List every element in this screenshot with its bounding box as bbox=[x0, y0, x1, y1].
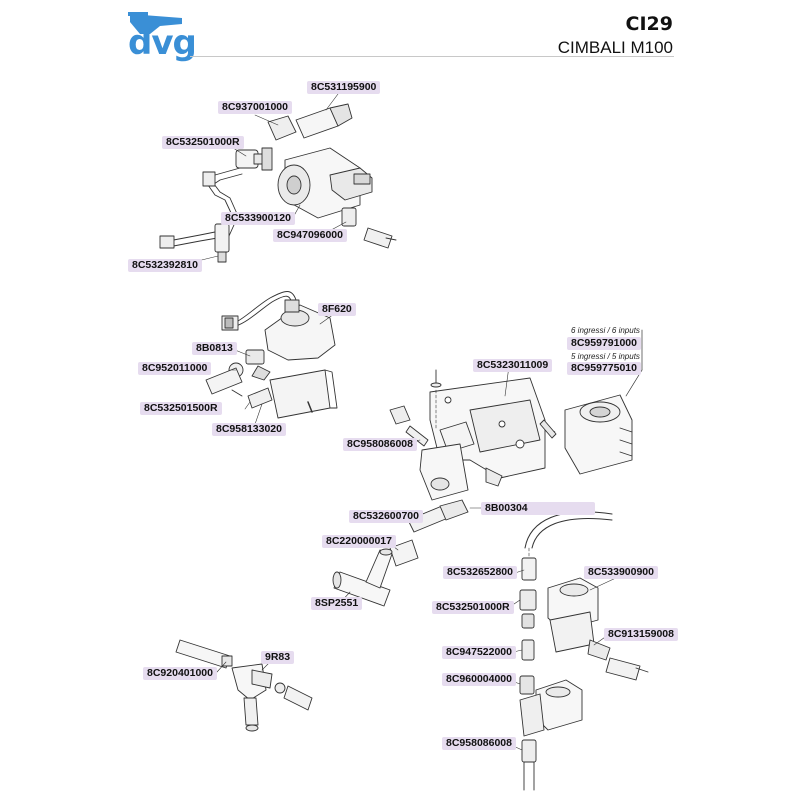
part-label: 8C958086008 bbox=[343, 438, 417, 451]
page-title: CI29 bbox=[625, 13, 673, 35]
group-tee-bottom-left bbox=[175, 639, 313, 732]
part-label: 8C947096000 bbox=[273, 229, 347, 242]
part-label: 8C958086008 bbox=[442, 737, 516, 750]
part-label: 8C533900900 bbox=[584, 566, 658, 579]
part-label: 8C952011000 bbox=[138, 362, 212, 375]
part-label: 8C937001000 bbox=[218, 101, 292, 114]
note-five-inputs: 5 ingressi / 5 inputs bbox=[571, 352, 640, 361]
part-label: 8C532501000R bbox=[162, 136, 244, 149]
part-label: 8C5323011009 bbox=[473, 359, 553, 372]
part-label: 8C958133020 bbox=[212, 423, 286, 436]
group-coil bbox=[564, 329, 643, 475]
part-label: 8C220000017 bbox=[322, 535, 396, 548]
part-label: 8C532501000R bbox=[432, 601, 514, 614]
dvg-logo-icon bbox=[128, 12, 182, 34]
part-label: 8C959775010 bbox=[567, 362, 641, 375]
group-bracket-valve bbox=[332, 369, 557, 607]
part-label: 9R83 bbox=[261, 651, 295, 664]
part-label: 8C920401000 bbox=[143, 667, 217, 680]
header-divider bbox=[190, 56, 674, 57]
note-six-inputs: 6 ingressi / 6 inputs bbox=[571, 326, 640, 335]
part-label: 8SP2551 bbox=[311, 597, 363, 610]
brand-logo-text: dvg bbox=[128, 23, 197, 63]
part-label: 8C959791000 bbox=[567, 337, 641, 350]
part-label: 8C532652800 bbox=[443, 566, 517, 579]
part-label: 8B00304 bbox=[481, 502, 595, 515]
group-right-valve-stack bbox=[519, 511, 649, 791]
part-label: 8C533900120 bbox=[221, 212, 295, 225]
page-subtitle: CIMBALI M100 bbox=[557, 38, 673, 57]
part-label: 8C532600700 bbox=[349, 510, 423, 523]
part-label: 8C913159008 bbox=[604, 628, 678, 641]
part-label: 8C947522000 bbox=[442, 646, 516, 659]
part-label: 8B0813 bbox=[192, 342, 237, 355]
part-label: 8C960004000 bbox=[442, 673, 516, 686]
part-label: 8F620 bbox=[318, 303, 356, 316]
part-label: 8C532501500R bbox=[140, 402, 222, 415]
part-label: 8C531195900 bbox=[307, 81, 381, 94]
group-solenoid-valve-top bbox=[159, 103, 397, 263]
group-flowmeter bbox=[205, 291, 338, 419]
part-label: 8C532392810 bbox=[128, 259, 202, 272]
